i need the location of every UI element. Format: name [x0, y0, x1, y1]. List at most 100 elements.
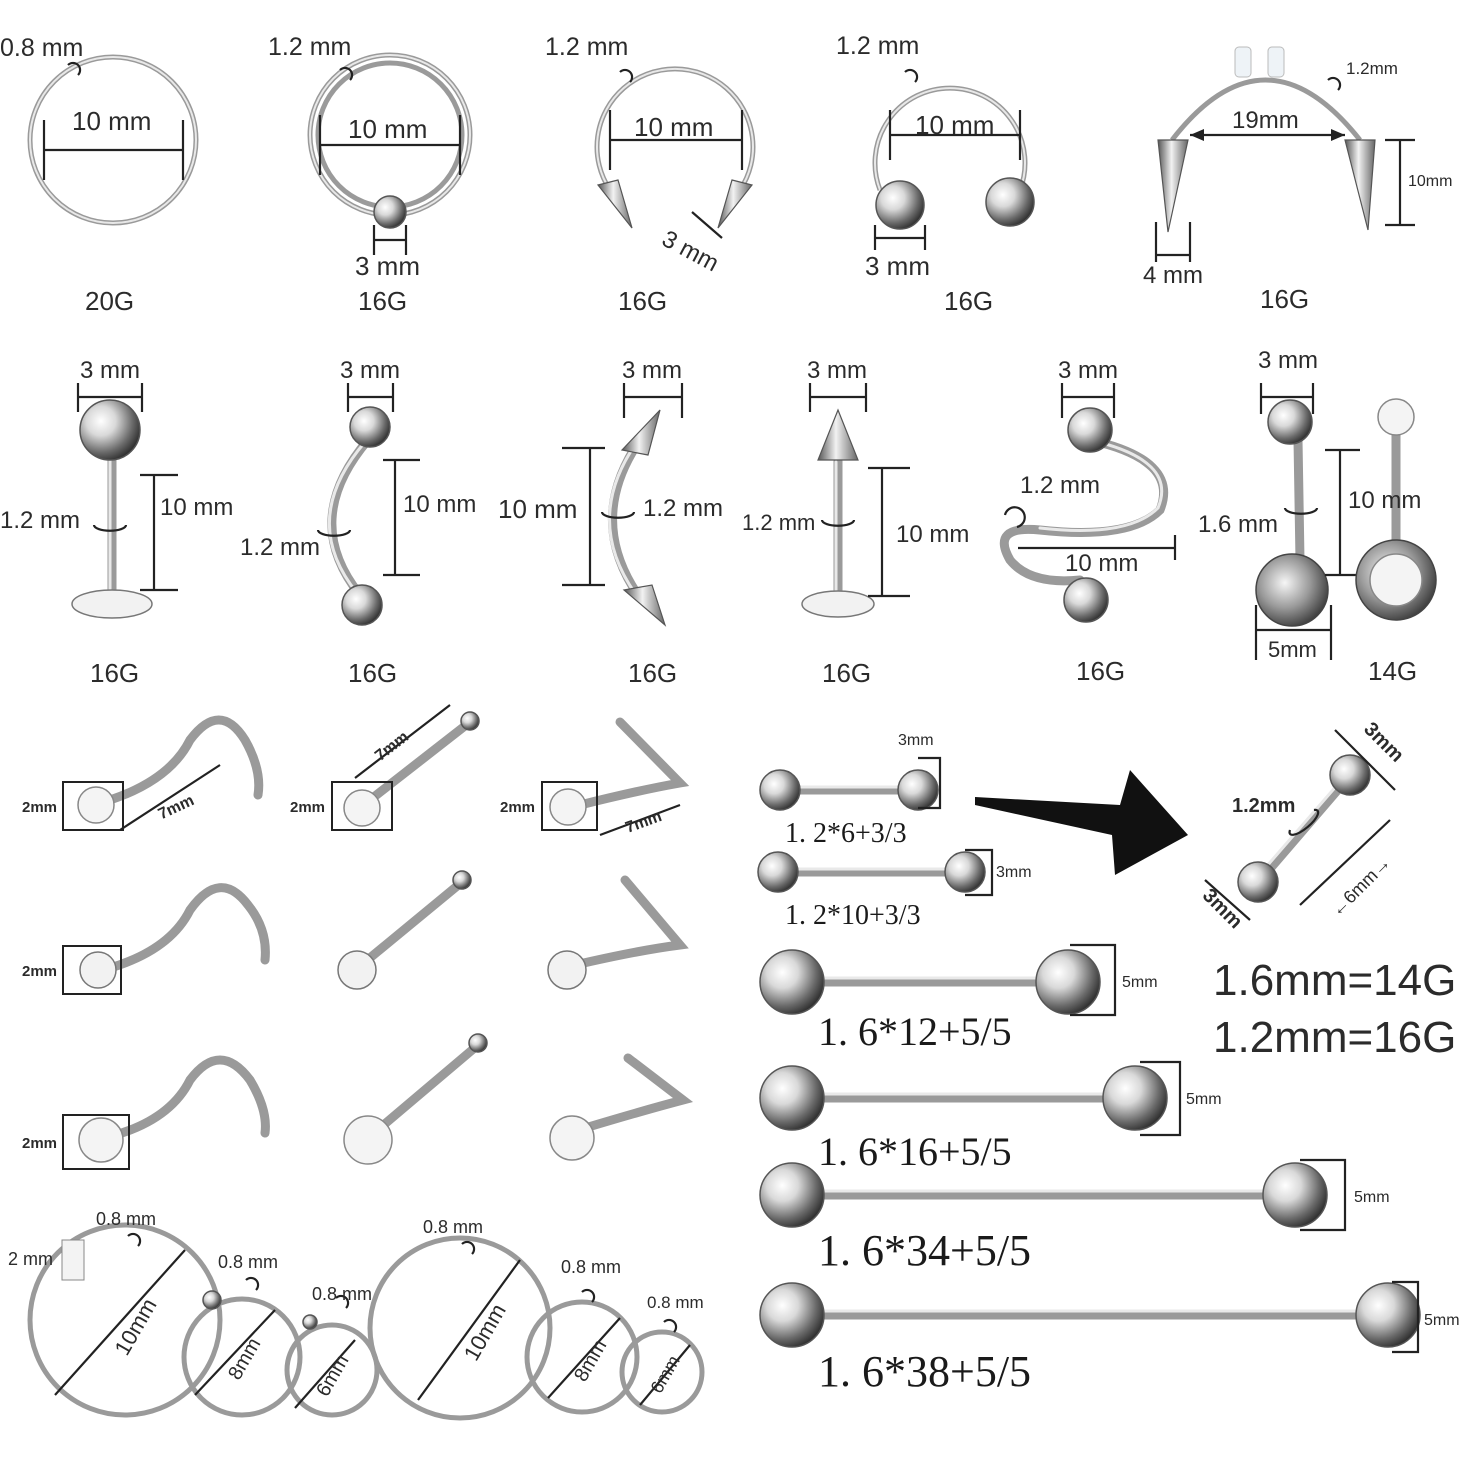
- diameter-label: 10 mm: [634, 112, 713, 142]
- gauge-label: 16G: [348, 658, 397, 688]
- gem-icon: [1377, 398, 1415, 436]
- ball-icon: [349, 406, 391, 448]
- gem-size-label: 2mm: [290, 799, 325, 816]
- ball-icon: [759, 769, 801, 811]
- spec-label: 1. 6*12+5/5: [818, 1009, 1012, 1054]
- length-label: 10 mm: [896, 521, 969, 548]
- ball-icon: [757, 851, 799, 893]
- length-label: 10 mm: [1065, 550, 1138, 577]
- spike-label: 4 mm: [1143, 262, 1203, 289]
- gauge-label: 16G: [944, 286, 993, 316]
- wire-label: 1.2 mm: [643, 495, 723, 522]
- ball-icon: [944, 851, 986, 893]
- flat-back-icon: [801, 590, 875, 618]
- ball-icon: [759, 1282, 825, 1348]
- spike-label: 3 mm: [657, 225, 723, 277]
- gem-icon: [549, 1115, 595, 1161]
- ball-icon: [1063, 577, 1109, 623]
- spec-label: 1. 2*6+3/3: [785, 818, 907, 849]
- spike-icon: [717, 179, 754, 229]
- ball-icon: [341, 584, 383, 626]
- legend-line-1: 1.6mm=14G: [1213, 956, 1456, 1005]
- ball-size-label: 3mm: [996, 864, 1032, 881]
- gem-icon: [77, 786, 115, 824]
- end-ball-icon: [452, 870, 472, 890]
- ball-size-label: 5mm: [1122, 974, 1158, 991]
- width-label: 19mm: [1232, 107, 1299, 134]
- ball-top-label: 3mm: [1359, 718, 1408, 767]
- gem-icon: [343, 1115, 393, 1165]
- spike-icon: [1344, 139, 1376, 231]
- gauge-label: 14G: [1368, 656, 1417, 686]
- arrow-right-icon: [975, 770, 1188, 875]
- ball-icon: [759, 949, 825, 1015]
- gem-icon: [1369, 553, 1423, 607]
- captive-bead-ring: 1.2 mm 10 mm 3 mm 16G: [268, 33, 473, 316]
- ball-icon: [875, 180, 925, 230]
- nose-studs: 2mm 7mm 2mm 7mm 2mm 7mm 2mm 2mm: [22, 704, 694, 1170]
- wire-label: 1.2 mm: [742, 510, 815, 535]
- gauge-label: 16G: [1260, 284, 1309, 314]
- wide-horseshoe-spikes: 1.2mm 19mm 10mm 4 mm 16G: [1143, 46, 1452, 314]
- gauge-label: 20G: [85, 286, 134, 316]
- length-label: ←6mm→: [1327, 852, 1395, 920]
- spec-label: 1. 6*16+5/5: [818, 1129, 1012, 1174]
- post-length-label-3: 7mm: [623, 808, 664, 837]
- flat-disc-icon: [337, 950, 377, 990]
- gauge-label: 16G: [822, 658, 871, 688]
- o-ring-icon: [1234, 46, 1252, 78]
- ring-20g: 0.8 mm 10 mm 20G: [0, 34, 199, 316]
- ball-size-label: 3mm: [898, 732, 934, 749]
- length-label: 10 mm: [160, 494, 233, 521]
- spec-label: 1. 2*10+3/3: [785, 900, 921, 931]
- twist-spiral: 3 mm 1.2 mm 10 mm 16G: [999, 357, 1177, 686]
- gem-size-label: 2mm: [22, 1135, 57, 1152]
- spike-icon: [817, 408, 859, 461]
- ball-icon: [1035, 949, 1101, 1015]
- ball-icon: [1267, 399, 1313, 445]
- ball-icon: [1067, 407, 1113, 453]
- barbell-detail: 1.2mm 3mm 3mm ←6mm→: [1198, 718, 1408, 933]
- length-label: 10 mm: [1348, 487, 1421, 514]
- wire-label: 0.8 mm: [0, 34, 83, 62]
- length-label: 10 mm: [403, 491, 476, 518]
- ball-label: 3 mm: [355, 251, 420, 281]
- gem-size-label: 2mm: [500, 799, 535, 816]
- gem-icon: [343, 789, 381, 827]
- ball-icon: [1102, 1065, 1168, 1131]
- length-label: 10 mm: [498, 494, 577, 524]
- legend-line-2: 1.2mm=16G: [1213, 1013, 1456, 1062]
- labret-spike: 3 mm 1.2 mm 10 mm 16G: [742, 357, 969, 688]
- top-label: 3 mm: [340, 357, 400, 384]
- top-label: 3 mm: [622, 357, 682, 384]
- gem-size-label: 2mm: [22, 963, 57, 980]
- post-length-label: 7mm: [156, 792, 197, 823]
- gem-icon: [78, 1117, 124, 1163]
- ball-size-label: 5mm: [1354, 1189, 1390, 1206]
- o-ring-icon: [1267, 46, 1285, 78]
- gauge-label: 16G: [358, 286, 407, 316]
- wire-label: 0.8 mm: [561, 1257, 621, 1277]
- ball-label: 3 mm: [865, 251, 930, 281]
- gauge-label: 16G: [90, 658, 139, 688]
- ball-size-label: 5mm: [1186, 1091, 1222, 1108]
- flat-back-icon: [71, 589, 153, 619]
- size-label: 6mm: [312, 1351, 353, 1400]
- top-label: 3 mm: [1058, 357, 1118, 384]
- diameter-label: 10 mm: [72, 106, 151, 136]
- post-length-label-2: 7mm: [372, 728, 412, 764]
- wire-label: 0.8 mm: [218, 1252, 278, 1272]
- flat-disc-icon: [79, 951, 117, 989]
- ball-icon: [897, 769, 939, 811]
- ball-icon: [79, 399, 141, 461]
- horseshoe-spikes: 1.2 mm 10 mm 3 mm 16G: [545, 33, 756, 316]
- gem-icon: [549, 788, 587, 826]
- bottom-label: 5mm: [1268, 637, 1317, 662]
- wire-label: 0.8 mm: [423, 1217, 483, 1237]
- ball-icon: [1262, 1162, 1328, 1228]
- flat-disc-icon: [547, 950, 587, 990]
- hoop-end-icon: [61, 1239, 85, 1281]
- ball-size-label: 5mm: [1424, 1312, 1460, 1329]
- ball-bottom-label: 3mm: [1198, 884, 1247, 933]
- spike-icon: [622, 584, 667, 627]
